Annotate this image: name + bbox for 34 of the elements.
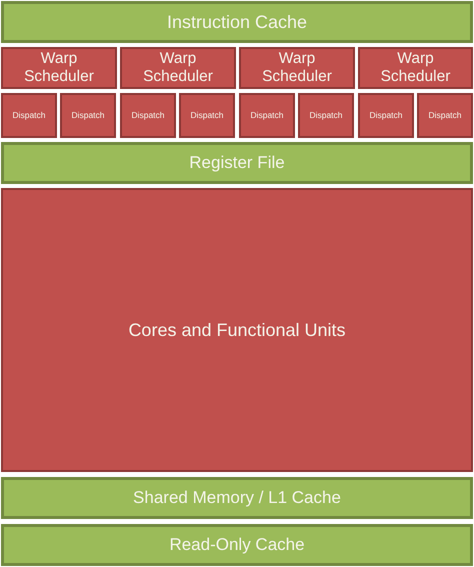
dispatch-block: [298, 93, 354, 138]
block-label: Instruction Cache: [166, 12, 308, 32]
dispatch-block: [239, 93, 295, 138]
block-label: Cores and Functional Units: [128, 320, 346, 340]
block-label: Dispatch: [250, 110, 284, 120]
block-label: Warp Scheduler: [142, 50, 214, 86]
scheduler-block: [1, 47, 117, 89]
memory-bar: [1, 477, 473, 519]
block-label: Warp Scheduler: [380, 50, 452, 86]
memory-bar: [1, 524, 473, 566]
block-label: Warp Scheduler: [23, 50, 95, 86]
dispatch-block: [179, 93, 235, 138]
core-array-block: [1, 188, 473, 472]
memory-bar: [1, 142, 473, 184]
block-label: Dispatch: [428, 110, 462, 120]
dispatch-block: [358, 93, 414, 138]
block-label: Dispatch: [190, 110, 224, 120]
block-label: Dispatch: [369, 110, 403, 120]
block-label: Read-Only Cache: [169, 535, 305, 555]
dispatch-block: [60, 93, 116, 138]
dispatch-block: [417, 93, 473, 138]
dispatch-block: [120, 93, 176, 138]
scheduler-block: [239, 47, 355, 89]
scheduler-block: [358, 47, 473, 89]
block-label: Shared Memory / L1 Cache: [133, 488, 341, 508]
scheduler-block: [120, 47, 236, 89]
block-label: Dispatch: [71, 110, 105, 120]
block-label: Warp Scheduler: [261, 50, 333, 86]
dispatch-block: [1, 93, 57, 138]
block-label: Dispatch: [309, 110, 343, 120]
block-label: Dispatch: [12, 110, 46, 120]
block-label: Register File: [189, 153, 285, 173]
block-label: Dispatch: [131, 110, 165, 120]
memory-bar: [1, 1, 473, 43]
